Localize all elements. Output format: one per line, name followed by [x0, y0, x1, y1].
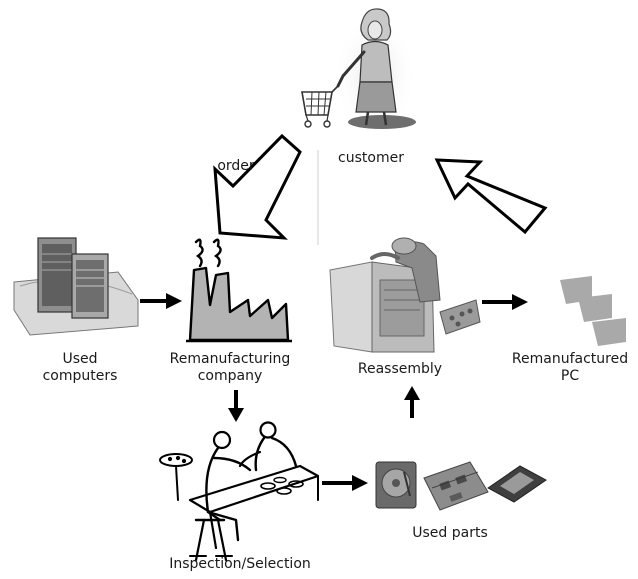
reassembly-label: Reassembly — [357, 361, 443, 377]
robot-assembling-pc-icon — [329, 237, 481, 353]
remanufacturing-company-label-line2: company — [197, 368, 263, 384]
arrow-computers-to-factory — [140, 293, 182, 309]
computer-parts-icon — [375, 461, 547, 511]
used-computers-label-line2: computers — [42, 368, 118, 384]
factory-icon — [186, 238, 292, 343]
arrow-reassembly-to-pc — [482, 294, 528, 310]
computer-towers-icon — [13, 237, 139, 336]
chip-icon — [487, 465, 547, 503]
remanufactured-pc-label: Remanufactured PC — [505, 351, 635, 385]
inspection-selection-label: Inspection/Selection — [169, 556, 311, 572]
arrow-parts-to-reassembly — [404, 386, 420, 418]
arrow-factory-to-inspection — [228, 390, 244, 422]
remanufacturing-company-label: Remanufacturing company — [160, 351, 300, 385]
arrow-inspection-to-parts — [322, 475, 368, 491]
workers-at-conveyor-icon — [159, 421, 320, 562]
customer-label: customer — [338, 150, 404, 166]
used-computers-label-line1: Used — [62, 351, 98, 367]
circuit-board-icon — [423, 461, 489, 511]
order-arrow — [213, 133, 302, 240]
used-computers-label: Used computers — [30, 351, 130, 385]
remanufactured-pc-label-line1: Remanufactured — [511, 351, 629, 367]
order-label: order — [217, 158, 255, 174]
hard-drive-icon — [375, 461, 417, 509]
used-parts-label: Used parts — [412, 525, 488, 541]
remanufacturing-company-label-line1: Remanufacturing — [169, 351, 291, 367]
shopper-with-cart-icon — [301, 8, 417, 137]
remanufactured-pc-label-line2: PC — [560, 368, 580, 384]
stacked-pc-shapes-icon — [560, 276, 626, 346]
to-customer-arrow — [434, 158, 548, 235]
